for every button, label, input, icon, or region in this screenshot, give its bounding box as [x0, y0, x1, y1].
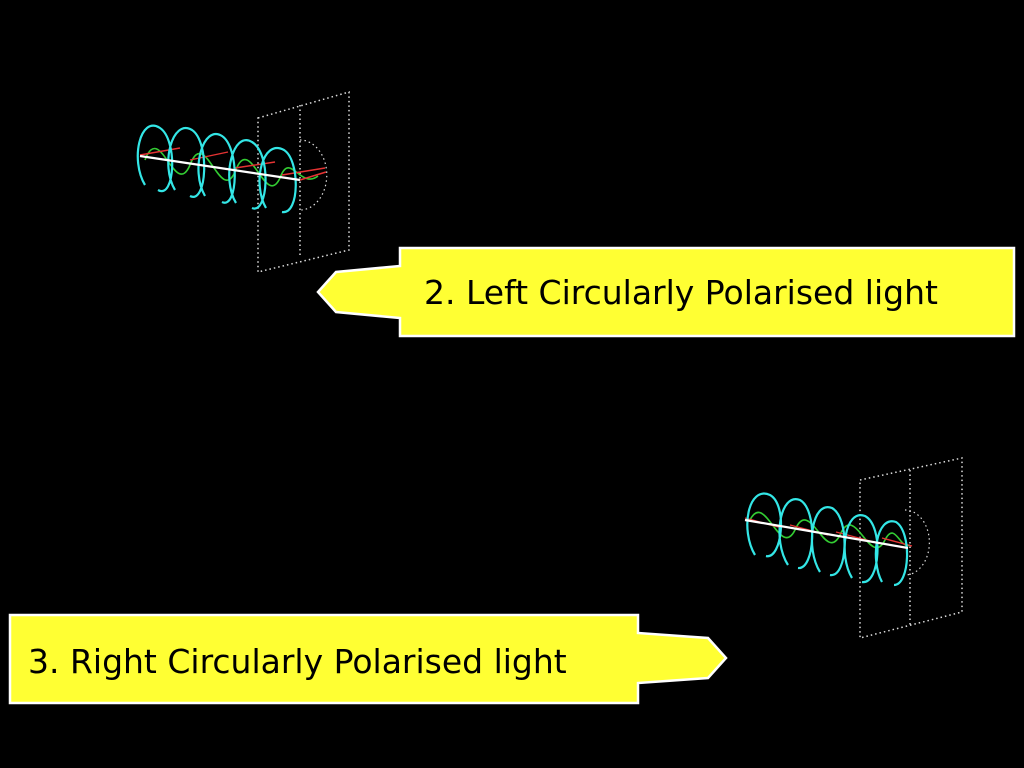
left-wave-end-circle	[299, 139, 328, 211]
left-wave-frame	[257, 91, 350, 273]
left-circular-callout-box	[316, 246, 1016, 338]
right-wave-green-component	[749, 511, 911, 549]
right-wave-end-circle	[904, 509, 930, 576]
left-wave-red-component	[139, 147, 326, 176]
left-wave-helix	[136, 124, 297, 214]
right-circular-callout-box	[8, 613, 728, 705]
left-wave-axis	[139, 154, 301, 182]
left-wave-green-component	[144, 147, 319, 187]
right-circular-helix-figure	[744, 457, 963, 639]
left-circular-helix-figure	[136, 91, 350, 273]
right-circular-label: 3. Right Circularly Polarised light	[28, 642, 567, 681]
right-wave-axis	[744, 518, 909, 550]
right-wave-helix	[746, 492, 909, 587]
left-circular-label: 2. Left Circularly Polarised light	[424, 273, 938, 312]
left-wave-axis-tip	[299, 171, 327, 181]
